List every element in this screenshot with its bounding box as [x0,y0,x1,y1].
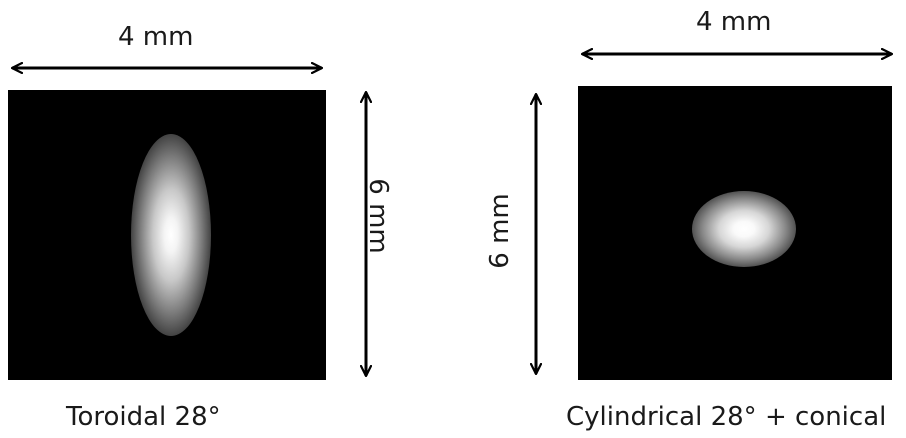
left-height-label: 6 mm [363,178,393,254]
right-width-label: 4 mm [696,7,772,37]
toroidal-spot-image [8,90,326,380]
right-height-label: 6 mm [485,193,515,269]
right-caption: Cylindrical 28° + conical [566,402,887,432]
left-caption: Toroidal 28° [66,402,221,432]
elongated-spot [131,134,211,336]
compact-spot [692,191,796,267]
left-width-label: 4 mm [118,22,194,52]
cylindrical-conical-spot-image [578,86,892,380]
